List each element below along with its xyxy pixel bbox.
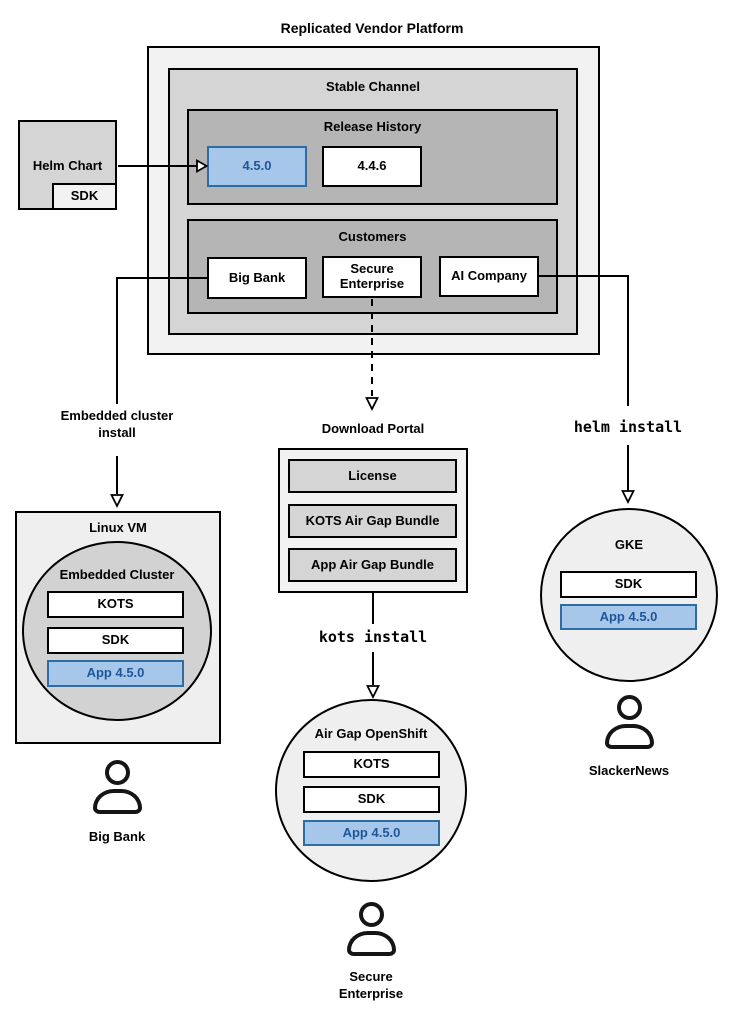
- embedded-cluster-install-label: Embedded cluster install: [60, 408, 174, 440]
- download-portal-label: Download Portal: [321, 421, 425, 436]
- helm-chart-label: Helm Chart: [32, 158, 103, 173]
- person-icon: [343, 902, 399, 956]
- customer-node-ai-company: AI Company: [439, 256, 539, 297]
- helm-chart-sdk-chip: SDK: [52, 183, 117, 210]
- slackernews-user-label: SlackerNews: [588, 763, 670, 778]
- kots-install-label: kots install: [318, 628, 428, 646]
- person-icon: [89, 760, 145, 814]
- arrowhead-icon: [365, 397, 379, 412]
- person-head-icon: [104, 760, 130, 785]
- portal-item-kots-bundle: KOTS Air Gap Bundle: [288, 504, 457, 538]
- embedded-cluster-label: Embedded Cluster: [59, 567, 175, 582]
- arrowhead-icon: [366, 685, 380, 700]
- release-node-450: 4.5.0: [207, 146, 307, 187]
- release-history-label: Release History: [323, 119, 422, 134]
- component-sdk: SDK: [47, 627, 184, 654]
- component-sdk: SDK: [560, 571, 697, 598]
- person-body-icon: [92, 789, 142, 814]
- linux-vm-label: Linux VM: [89, 520, 147, 535]
- person-head-icon: [616, 695, 642, 720]
- component-sdk: SDK: [303, 786, 440, 813]
- component-kots: KOTS: [47, 591, 184, 618]
- big-bank-user-label: Big Bank: [88, 829, 146, 844]
- airgap-openshift-label: Air Gap OpenShift: [314, 726, 428, 741]
- person-head-icon: [358, 902, 384, 927]
- arrowhead-icon: [110, 494, 124, 509]
- customer-node-secure-enterprise: Secure Enterprise: [322, 256, 422, 298]
- helm-install-label: helm install: [573, 418, 683, 436]
- component-app-450: App 4.5.0: [303, 820, 440, 846]
- release-node-446: 4.4.6: [322, 146, 422, 187]
- diagram-title: Replicated Vendor Platform: [280, 20, 464, 36]
- customer-node-big-bank: Big Bank: [207, 257, 307, 299]
- component-kots: KOTS: [303, 751, 440, 778]
- portal-item-license: License: [288, 459, 457, 493]
- stable-channel-label: Stable Channel: [326, 79, 420, 94]
- component-app-450: App 4.5.0: [47, 660, 184, 687]
- person-body-icon: [346, 931, 396, 956]
- arrowhead-icon: [621, 490, 635, 505]
- person-body-icon: [604, 724, 654, 749]
- secure-enterprise-user-label: Secure Enterprise: [338, 969, 404, 1001]
- person-icon: [601, 695, 657, 749]
- customers-label: Customers: [338, 229, 407, 244]
- component-app-450: App 4.5.0: [560, 604, 697, 630]
- portal-item-app-bundle: App Air Gap Bundle: [288, 548, 457, 582]
- gke-label: GKE: [614, 537, 644, 552]
